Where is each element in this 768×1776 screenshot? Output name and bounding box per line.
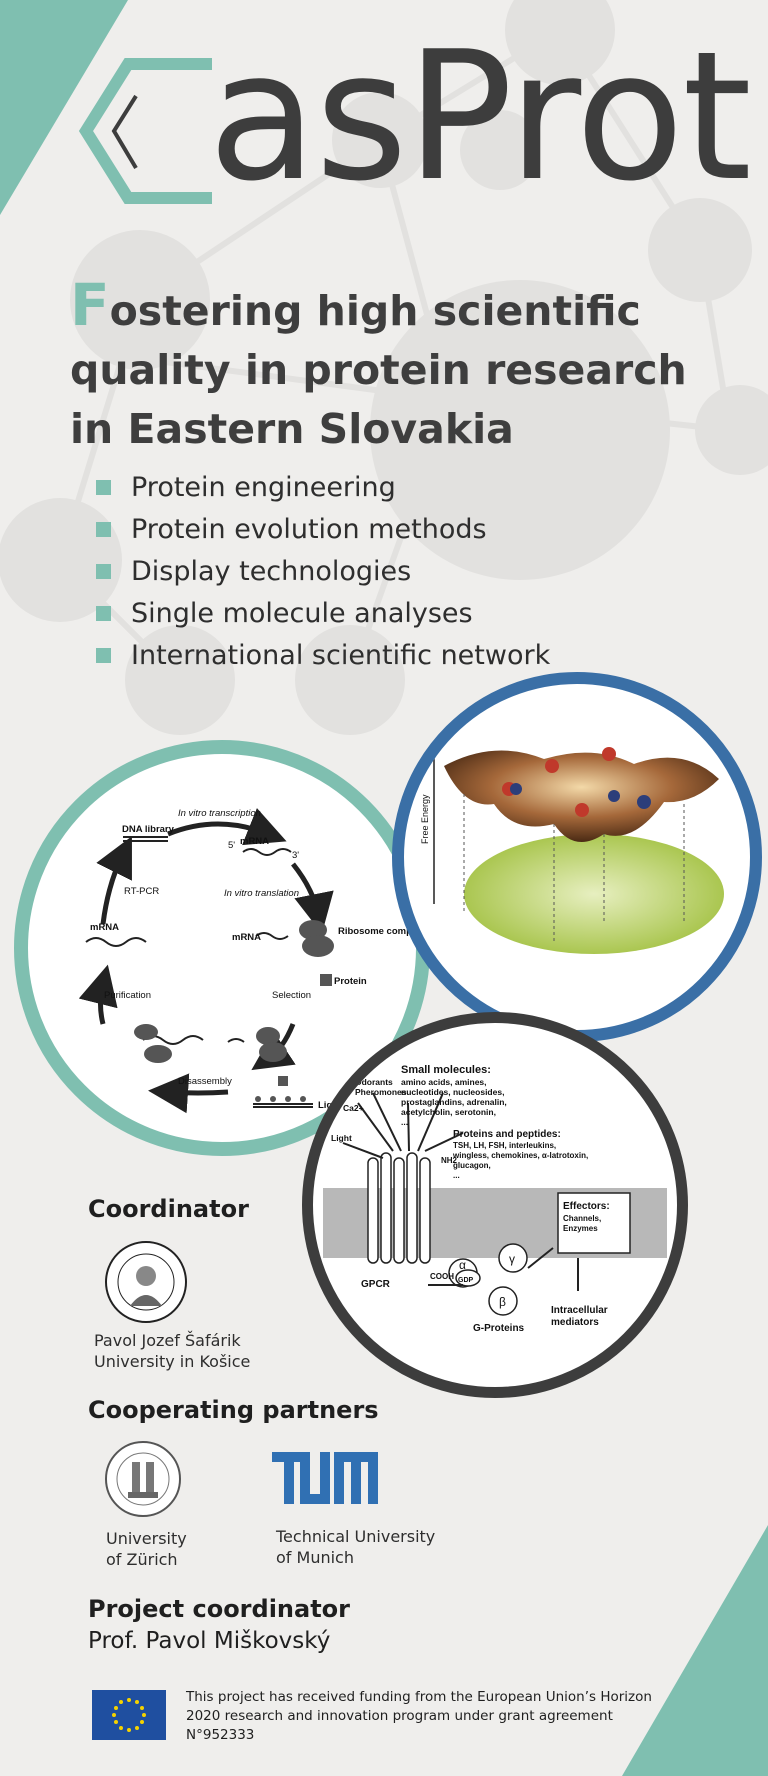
partners-title: Cooperating partners (88, 1396, 379, 1424)
list-item: Single molecule analyses (96, 592, 550, 634)
partner-name-line: University (106, 1529, 187, 1548)
gpcr-signaling-diagram: Small molecules: amino acids, amines, nu… (323, 1064, 667, 1334)
small-molecules-line: acetylcholin, serotonin, (401, 1107, 496, 1117)
headline-text: ostering high scientific quality in prot… (70, 287, 687, 453)
ribosome-complex-label: Ribosome complex (338, 926, 416, 937)
mrna-left-label: mRNA (90, 922, 119, 933)
square-bullet-icon (96, 563, 111, 579)
proteins-title: Proteins and peptides: (453, 1129, 561, 1140)
feature-label: Single molecule analyses (131, 597, 473, 629)
feature-label: International scientific network (131, 639, 551, 671)
effectors-line: Enzymes (563, 1224, 598, 1233)
feature-label: Protein evolution methods (131, 513, 487, 545)
list-item: International scientific network (96, 634, 550, 676)
small-molecules-line: prostaglandins, adrenalin, (401, 1097, 507, 1107)
coordinator-name-line: University in Košice (94, 1352, 251, 1371)
headline-initial: F (70, 271, 110, 339)
pheromones-label: Pheromones (355, 1087, 407, 1097)
calcium-label: Ca2+ (343, 1103, 364, 1113)
partner-name-line: Technical University (276, 1527, 436, 1546)
upjs-seal-icon (105, 1241, 187, 1323)
dna-library-label: DNA library (122, 824, 175, 835)
proteins-line: ... (453, 1171, 460, 1180)
disassembly-label: Disassembly (178, 1076, 232, 1087)
funding-statement: This project has received funding from t… (186, 1689, 652, 1743)
five-prime-label: 5' (228, 840, 235, 851)
small-molecules-line: ... (401, 1117, 408, 1127)
square-bullet-icon (96, 605, 111, 621)
energy-landscape-circle: Free Energy (392, 672, 762, 1042)
coordinator-name: Pavol Jozef Šafárik University in Košice (94, 1330, 250, 1372)
selection-label: Selection (272, 990, 311, 1001)
square-bullet-icon (96, 647, 111, 663)
gpcr-signaling-circle: Small molecules: amino acids, amines, nu… (302, 1012, 688, 1398)
beta-label: β (499, 1295, 506, 1309)
mediators-label: mediators (551, 1317, 599, 1328)
alpha-label: α (459, 1258, 466, 1272)
odorants-label: Odorants (355, 1077, 393, 1087)
transcription-label: In vitro transcription (178, 808, 261, 819)
list-item: Display technologies (96, 550, 550, 592)
proteins-line: wingless, chemokines, α-latrotoxin, (452, 1151, 588, 1160)
list-item: Protein evolution methods (96, 508, 550, 550)
intracellular-label: Intracellular (551, 1305, 608, 1316)
partner-tum-name: Technical University of Munich (276, 1526, 435, 1568)
square-bullet-icon (96, 479, 111, 495)
mrna-top-label: mRNA (240, 836, 269, 847)
protein-label: Protein (334, 976, 367, 987)
feature-list: Protein engineering Protein evolution me… (96, 466, 550, 676)
coordinator-title: Coordinator (88, 1195, 249, 1223)
feature-label: Display technologies (131, 555, 412, 587)
project-coordinator-name: Prof. Pavol Miškovský (88, 1628, 331, 1654)
headline: Fostering high scientific quality in pro… (70, 276, 710, 459)
small-molecules-line: nucleotides, nucleosides, (401, 1087, 504, 1097)
energy-landscape-diagram: Free Energy (420, 747, 724, 954)
effectors-line: Channels, (563, 1214, 601, 1223)
uzh-seal-icon (105, 1441, 181, 1517)
feature-label: Protein engineering (131, 471, 396, 503)
gpcr-label: GPCR (361, 1279, 391, 1290)
list-item: Protein engineering (96, 466, 550, 508)
translation-label: In vitro translation (224, 888, 299, 899)
eu-flag-icon (92, 1690, 166, 1740)
nh2-label: NH2 (441, 1156, 458, 1165)
proteins-line: TSH, LH, FSH, interleukins, (453, 1141, 556, 1150)
bracket-chevron-icon (78, 58, 212, 204)
purification-label: Purification (104, 990, 151, 1001)
gamma-label: γ (509, 1252, 515, 1266)
partner-name-line: of Munich (276, 1548, 354, 1567)
g-proteins-label: G-Proteins (473, 1323, 525, 1334)
light-label: Light (331, 1133, 352, 1143)
square-bullet-icon (96, 521, 111, 537)
partner-name-line: of Zürich (106, 1550, 178, 1569)
logo-wordmark: asProt (208, 13, 752, 220)
small-molecules-line: amino acids, amines, (401, 1077, 487, 1087)
gdp-label: GDP (458, 1277, 474, 1284)
rt-pcr-label: RT-PCR (124, 886, 159, 897)
effectors-title: Effectors: (563, 1201, 610, 1212)
tum-logo-icon (272, 1452, 378, 1504)
coordinator-name-line: Pavol Jozef Šafárik (94, 1331, 241, 1350)
free-energy-axis-label: Free Energy (420, 794, 430, 844)
cooh-label: COOH (430, 1272, 454, 1281)
ribosome-display-diagram: DNA library In vitro transcription mRNA … (78, 808, 416, 1114)
mrna-ribosome-label: mRNA (232, 932, 261, 943)
proteins-line: glucagon, (453, 1161, 491, 1170)
small-molecules-title: Small molecules: (401, 1064, 491, 1076)
project-coordinator-title: Project coordinator (88, 1595, 350, 1623)
three-prime-label: 3' (292, 850, 299, 861)
partner-uzh-name: University of Zürich (106, 1528, 187, 1570)
